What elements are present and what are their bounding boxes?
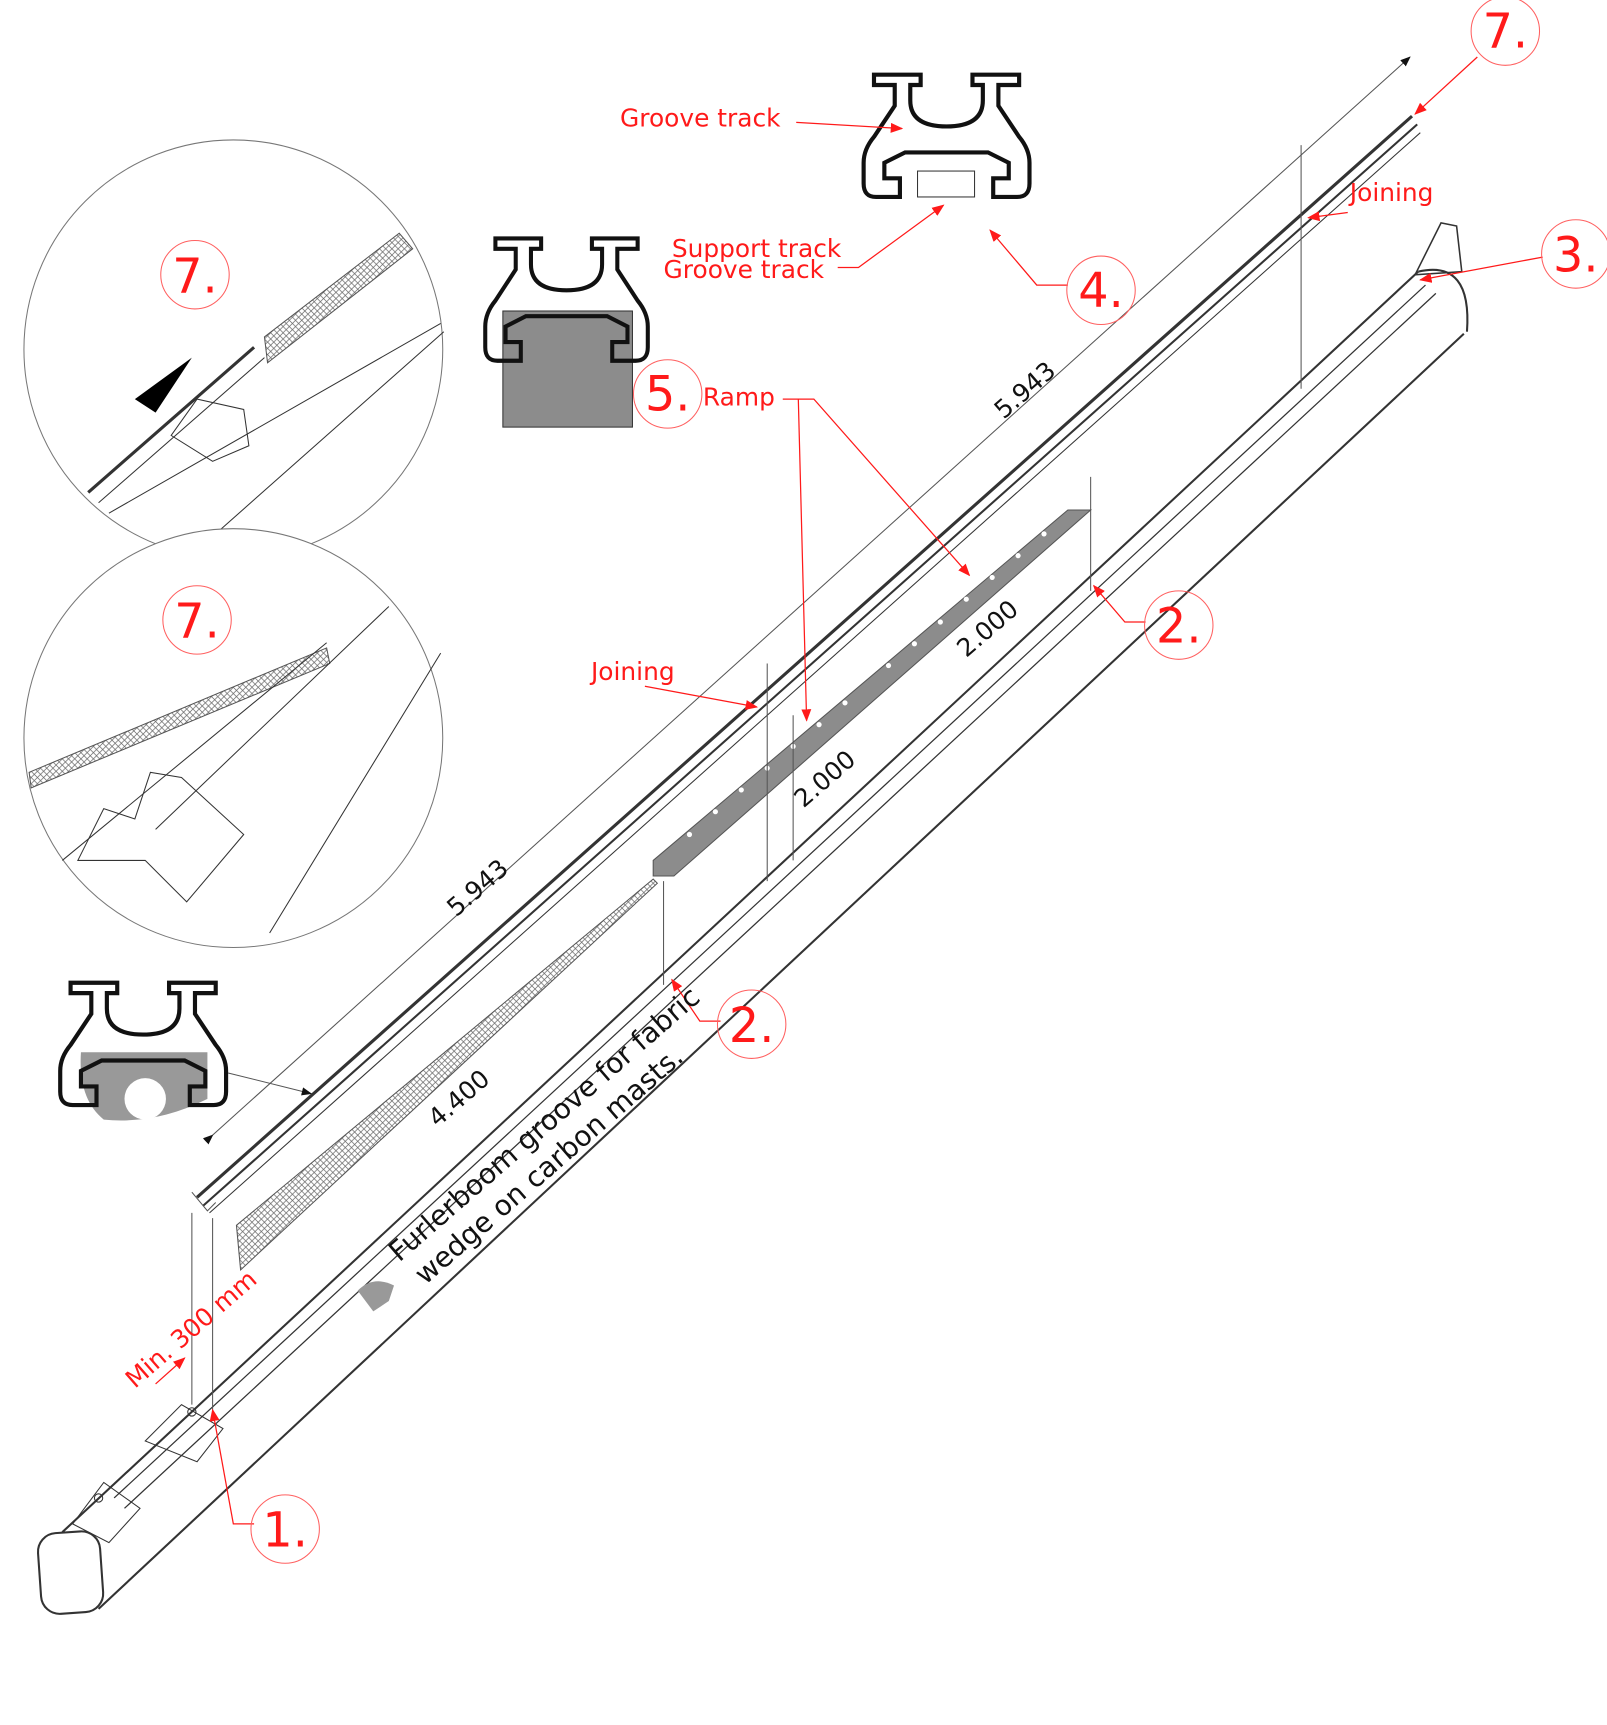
callout-7-detail-a: 7.	[172, 249, 217, 304]
note-line-1: Furlerboom groove for fabric	[382, 980, 706, 1268]
dim-track-upper: 5.943	[988, 356, 1061, 425]
label-joining-mid: Joining	[589, 657, 675, 686]
callout-rings	[160, 0, 1607, 1564]
profile-insert	[917, 170, 976, 198]
label-min-300: Min. 300 mm	[120, 1264, 263, 1393]
callout-4: 4.	[1078, 264, 1123, 319]
dim-track-lower: 5.943	[441, 853, 514, 922]
label-ramp: Ramp	[703, 382, 775, 411]
logo-icon	[357, 1281, 395, 1312]
dimension-lines	[191, 56, 1411, 1410]
support-track-profile	[485, 238, 648, 428]
leader-lines	[155, 56, 1543, 1525]
note-line-2: wedge on carbon masts.	[408, 1040, 690, 1291]
label-groove-track-mid: Groove track	[664, 255, 825, 284]
hinge-fittings	[71, 1404, 224, 1544]
callout-2-lower: 2.	[729, 999, 774, 1054]
callout-5: 5.	[645, 368, 690, 423]
label-support-track: Support track	[672, 234, 842, 263]
callout-2-upper: 2.	[1156, 600, 1201, 655]
label-joining-top: Joining	[1348, 178, 1434, 207]
groove-track-profile-left	[60, 983, 226, 1121]
detail-circle-a	[23, 139, 445, 560]
label-groove-track-top: Groove track	[620, 103, 781, 132]
callout-7-detail-b: 7.	[174, 595, 219, 650]
callout-3: 3.	[1553, 229, 1598, 284]
detail-circle-b	[23, 528, 444, 949]
callout-1: 1.	[262, 1504, 307, 1559]
callout-7-top: 7.	[1483, 5, 1528, 60]
ramp	[652, 509, 1093, 877]
